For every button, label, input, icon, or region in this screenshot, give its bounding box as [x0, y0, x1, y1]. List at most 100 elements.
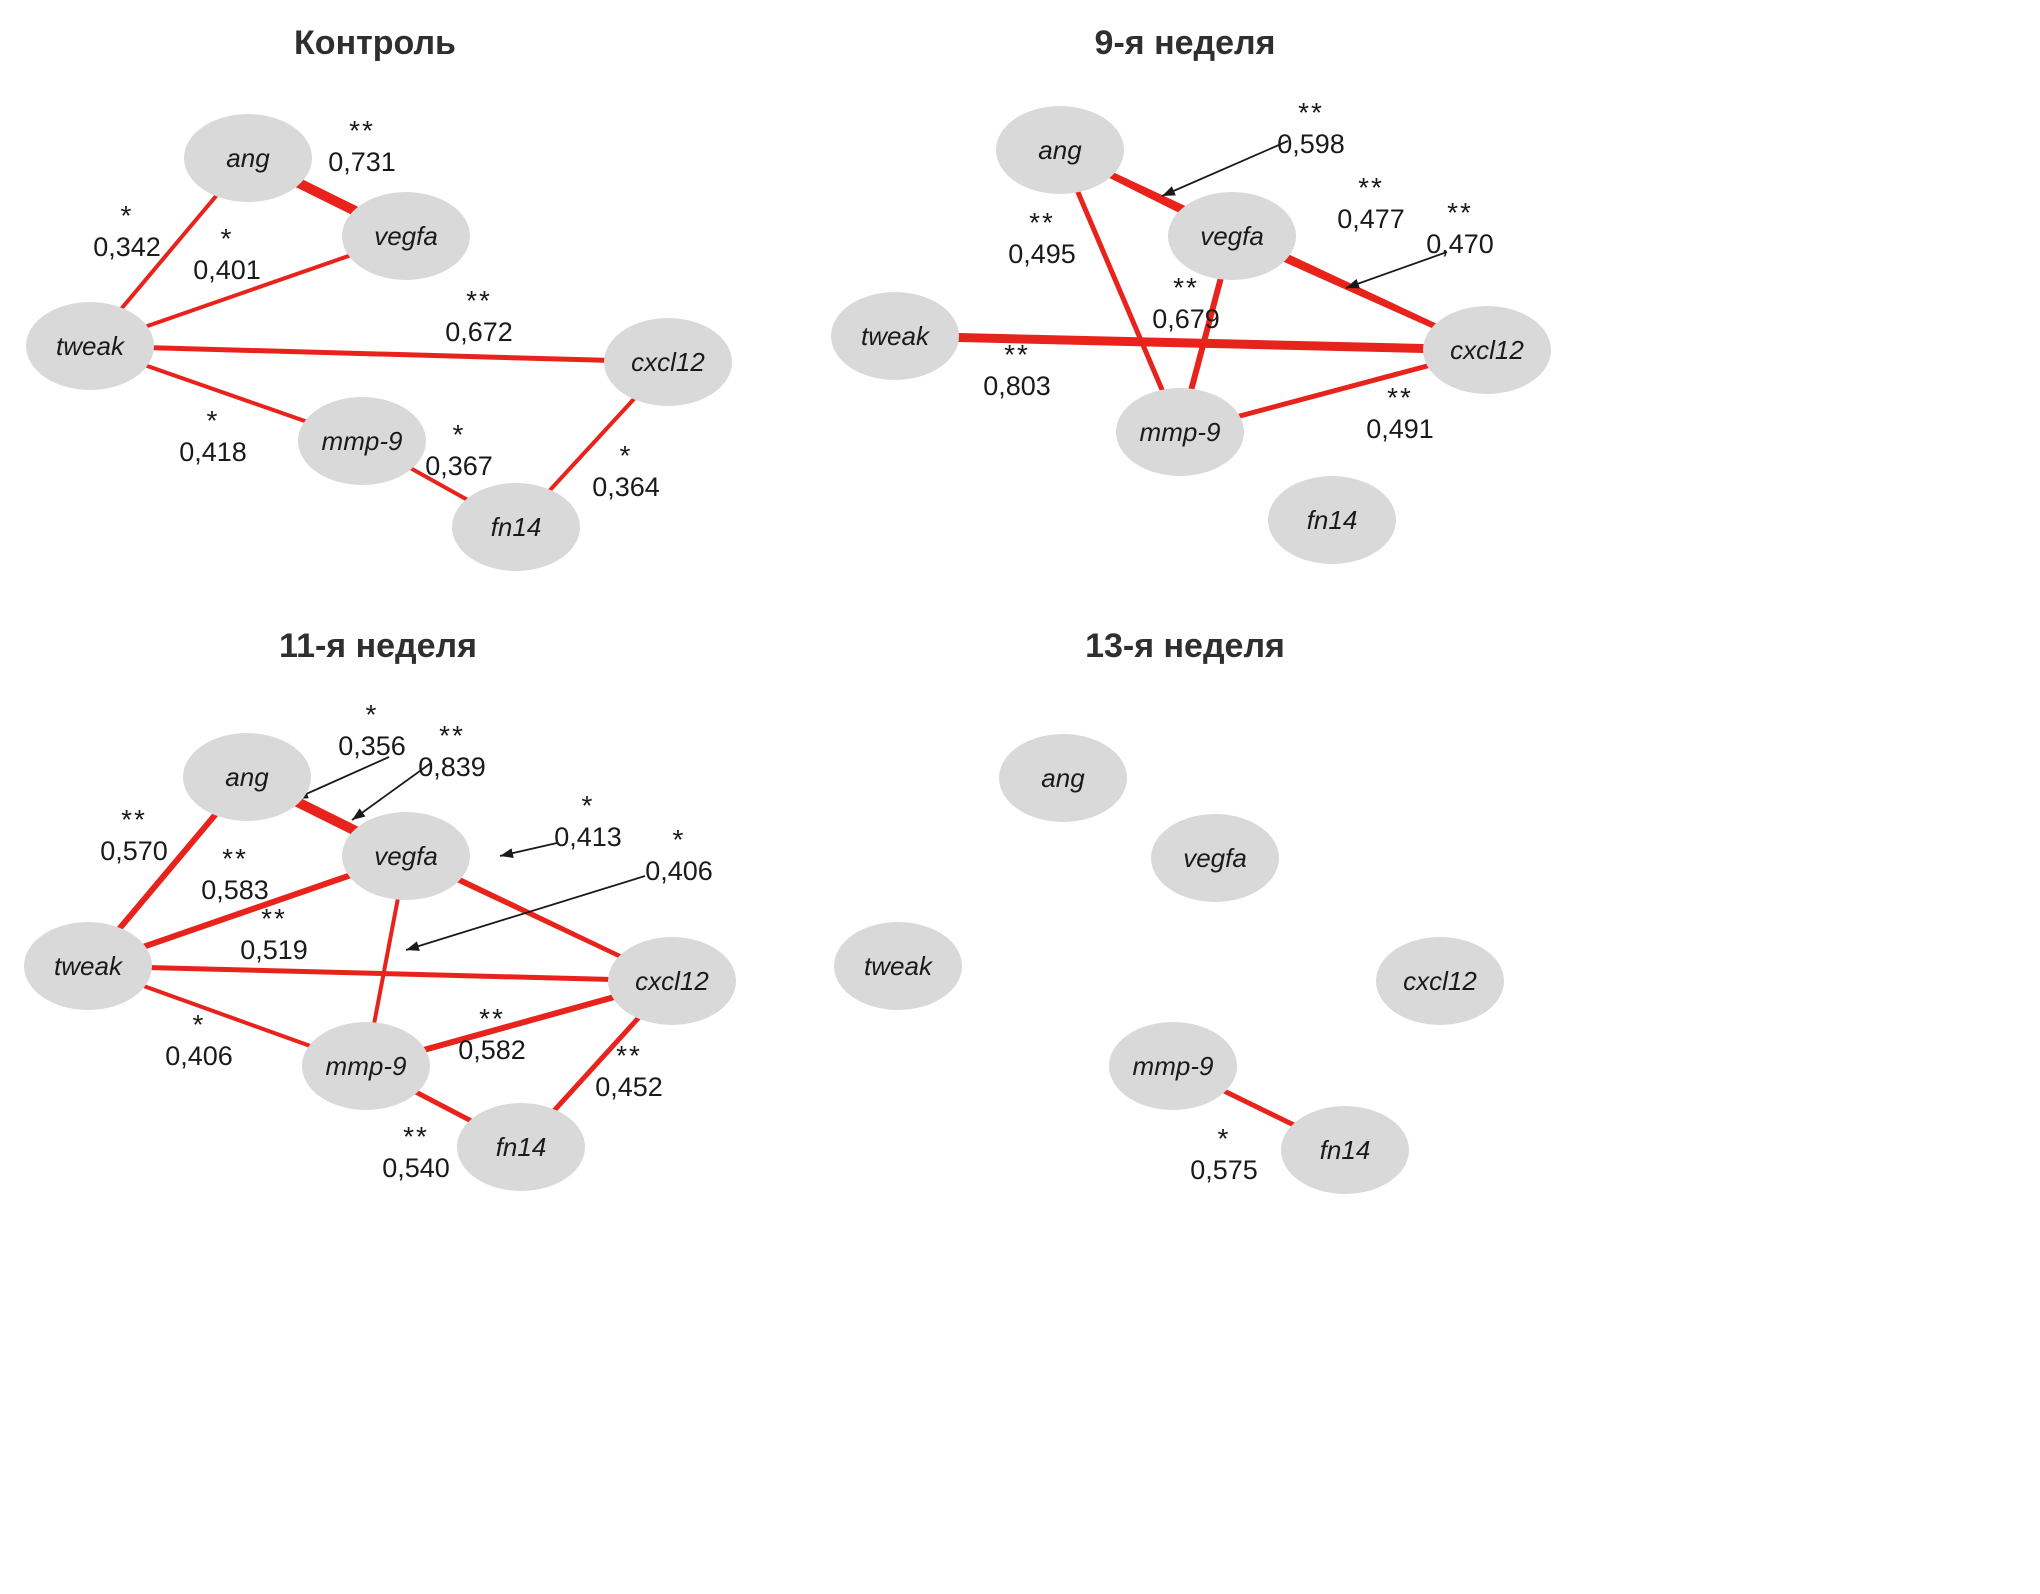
edge-label-ang-cxcl12: **0,477 [1337, 172, 1405, 234]
significance-stars: * [582, 790, 595, 821]
significance-stars: * [673, 824, 686, 855]
edge-label-tweak-vegfa: **0,583 [201, 843, 269, 905]
correlation-value: 0,356 [338, 731, 406, 761]
node-cxcl12-label: cxcl12 [635, 966, 709, 996]
edge-label-tweak-cxcl12: **0,672 [445, 285, 513, 347]
node-fn14-shape [457, 1103, 585, 1191]
correlation-value: 0,452 [595, 1072, 663, 1102]
node-fn14-shape [1281, 1106, 1409, 1194]
node-tweak-shape [831, 292, 959, 380]
node-mmp-9-label: mmp-9 [1140, 417, 1221, 447]
node-ang: ang [183, 733, 311, 821]
node-mmp-9-shape [1116, 388, 1244, 476]
significance-stars: * [207, 405, 220, 436]
node-tweak: tweak [24, 922, 152, 1010]
node-cxcl12: cxcl12 [604, 318, 732, 406]
annotation-arrow-icon [294, 756, 390, 800]
node-tweak-shape [834, 922, 962, 1010]
significance-stars: ** [1173, 272, 1199, 303]
significance-stars: ** [1447, 197, 1473, 228]
annotation-arrow-icon [405, 875, 646, 951]
significance-stars: ** [466, 285, 492, 316]
edge-label-cxcl12-fn14: **0,452 [595, 1040, 663, 1102]
node-tweak-shape [24, 922, 152, 1010]
node-vegfa: vegfa [342, 812, 470, 900]
significance-stars: ** [121, 804, 147, 835]
annotation-arrow-icon [1345, 251, 1448, 289]
node-cxcl12: cxcl12 [1376, 937, 1504, 1025]
node-fn14-label: fn14 [496, 1132, 547, 1162]
edge-ang-mmp-9 [1057, 149, 1183, 433]
correlation-value: 0,364 [592, 472, 660, 502]
edge-label-mmp-9-cxcl12: **0,582 [458, 1003, 526, 1065]
node-vegfa-shape [342, 812, 470, 900]
significance-stars: ** [349, 115, 375, 146]
edge-label-cxcl12-fn14: *0,364 [592, 440, 660, 502]
node-mmp-9: mmp-9 [1109, 1022, 1237, 1110]
significance-stars: ** [439, 720, 465, 751]
node-ang-shape [184, 114, 312, 202]
correlation-value: 0,803 [983, 371, 1051, 401]
node-ang-label: ang [1038, 135, 1082, 165]
node-fn14: fn14 [1281, 1106, 1409, 1194]
panel-week13: ang vegfa tweak cxcl12 mmp-9 fn14 *0,575 [834, 734, 1504, 1194]
significance-stars: * [121, 200, 134, 231]
node-fn14: fn14 [452, 483, 580, 571]
node-fn14: fn14 [457, 1103, 585, 1191]
node-vegfa-label: vegfa [1200, 221, 1264, 251]
edge-label-tweak-ang: *0,342 [93, 200, 161, 262]
node-mmp-9-label: mmp-9 [1133, 1051, 1214, 1081]
node-tweak: tweak [831, 292, 959, 380]
node-ang-shape [999, 734, 1127, 822]
node-vegfa-shape [1168, 192, 1296, 280]
node-ang: ang [184, 114, 312, 202]
node-cxcl12-label: cxcl12 [1403, 966, 1477, 996]
significance-stars: ** [1004, 339, 1030, 370]
correlation-value: 0,672 [445, 317, 513, 347]
correlation-value: 0,679 [1152, 304, 1220, 334]
node-ang-shape [996, 106, 1124, 194]
node-ang-label: ang [225, 762, 269, 792]
significance-stars: * [620, 440, 633, 471]
node-tweak: tweak [834, 922, 962, 1010]
significance-stars: ** [1298, 97, 1324, 128]
correlation-value: 0,413 [554, 822, 622, 852]
correlation-value: 0,839 [418, 752, 486, 782]
edge-label-mmp-9-fn14: **0,540 [382, 1121, 450, 1183]
node-mmp-9: mmp-9 [302, 1022, 430, 1110]
node-tweak: tweak [26, 302, 154, 390]
edge-label-ang-cxcl12: *0,356 [338, 699, 406, 761]
significance-stars: ** [1029, 207, 1055, 238]
edge-label-vegfa-mmp-9: *0,406 [645, 824, 713, 886]
node-ang-label: ang [1041, 763, 1085, 793]
annotation-arrow-icon [1161, 140, 1289, 197]
node-tweak-label: tweak [861, 321, 931, 351]
edge-label-mmp-9-fn14: *0,575 [1190, 1123, 1258, 1185]
node-fn14-label: fn14 [1320, 1135, 1371, 1165]
edge-label-mmp-9-cxcl12: **0,491 [1366, 382, 1434, 444]
edge-label-tweak-mmp-9: *0,406 [165, 1009, 233, 1071]
correlation-value: 0,401 [193, 255, 261, 285]
node-cxcl12-shape [604, 318, 732, 406]
node-mmp-9: mmp-9 [1116, 388, 1244, 476]
correlation-value: 0,495 [1008, 239, 1076, 269]
node-cxcl12-label: cxcl12 [631, 347, 705, 377]
node-mmp-9-shape [298, 397, 426, 485]
node-vegfa-shape [1151, 814, 1279, 902]
correlation-value: 0,470 [1426, 229, 1494, 259]
significance-stars: * [193, 1009, 206, 1040]
significance-stars: ** [616, 1040, 642, 1071]
correlation-value: 0,540 [382, 1153, 450, 1183]
node-vegfa-shape [342, 192, 470, 280]
edge-label-tweak-ang: **0,570 [100, 804, 168, 866]
annotation-arrow-icon [499, 842, 558, 858]
correlation-value: 0,406 [165, 1041, 233, 1071]
node-vegfa-label: vegfa [374, 841, 438, 871]
node-fn14-shape [1268, 476, 1396, 564]
edge-label-tweak-cxcl12: **0,519 [240, 903, 308, 965]
panel-title-week9: 9-я неделя [1094, 24, 1276, 62]
correlation-value: 0,575 [1190, 1155, 1258, 1185]
node-vegfa: vegfa [1151, 814, 1279, 902]
